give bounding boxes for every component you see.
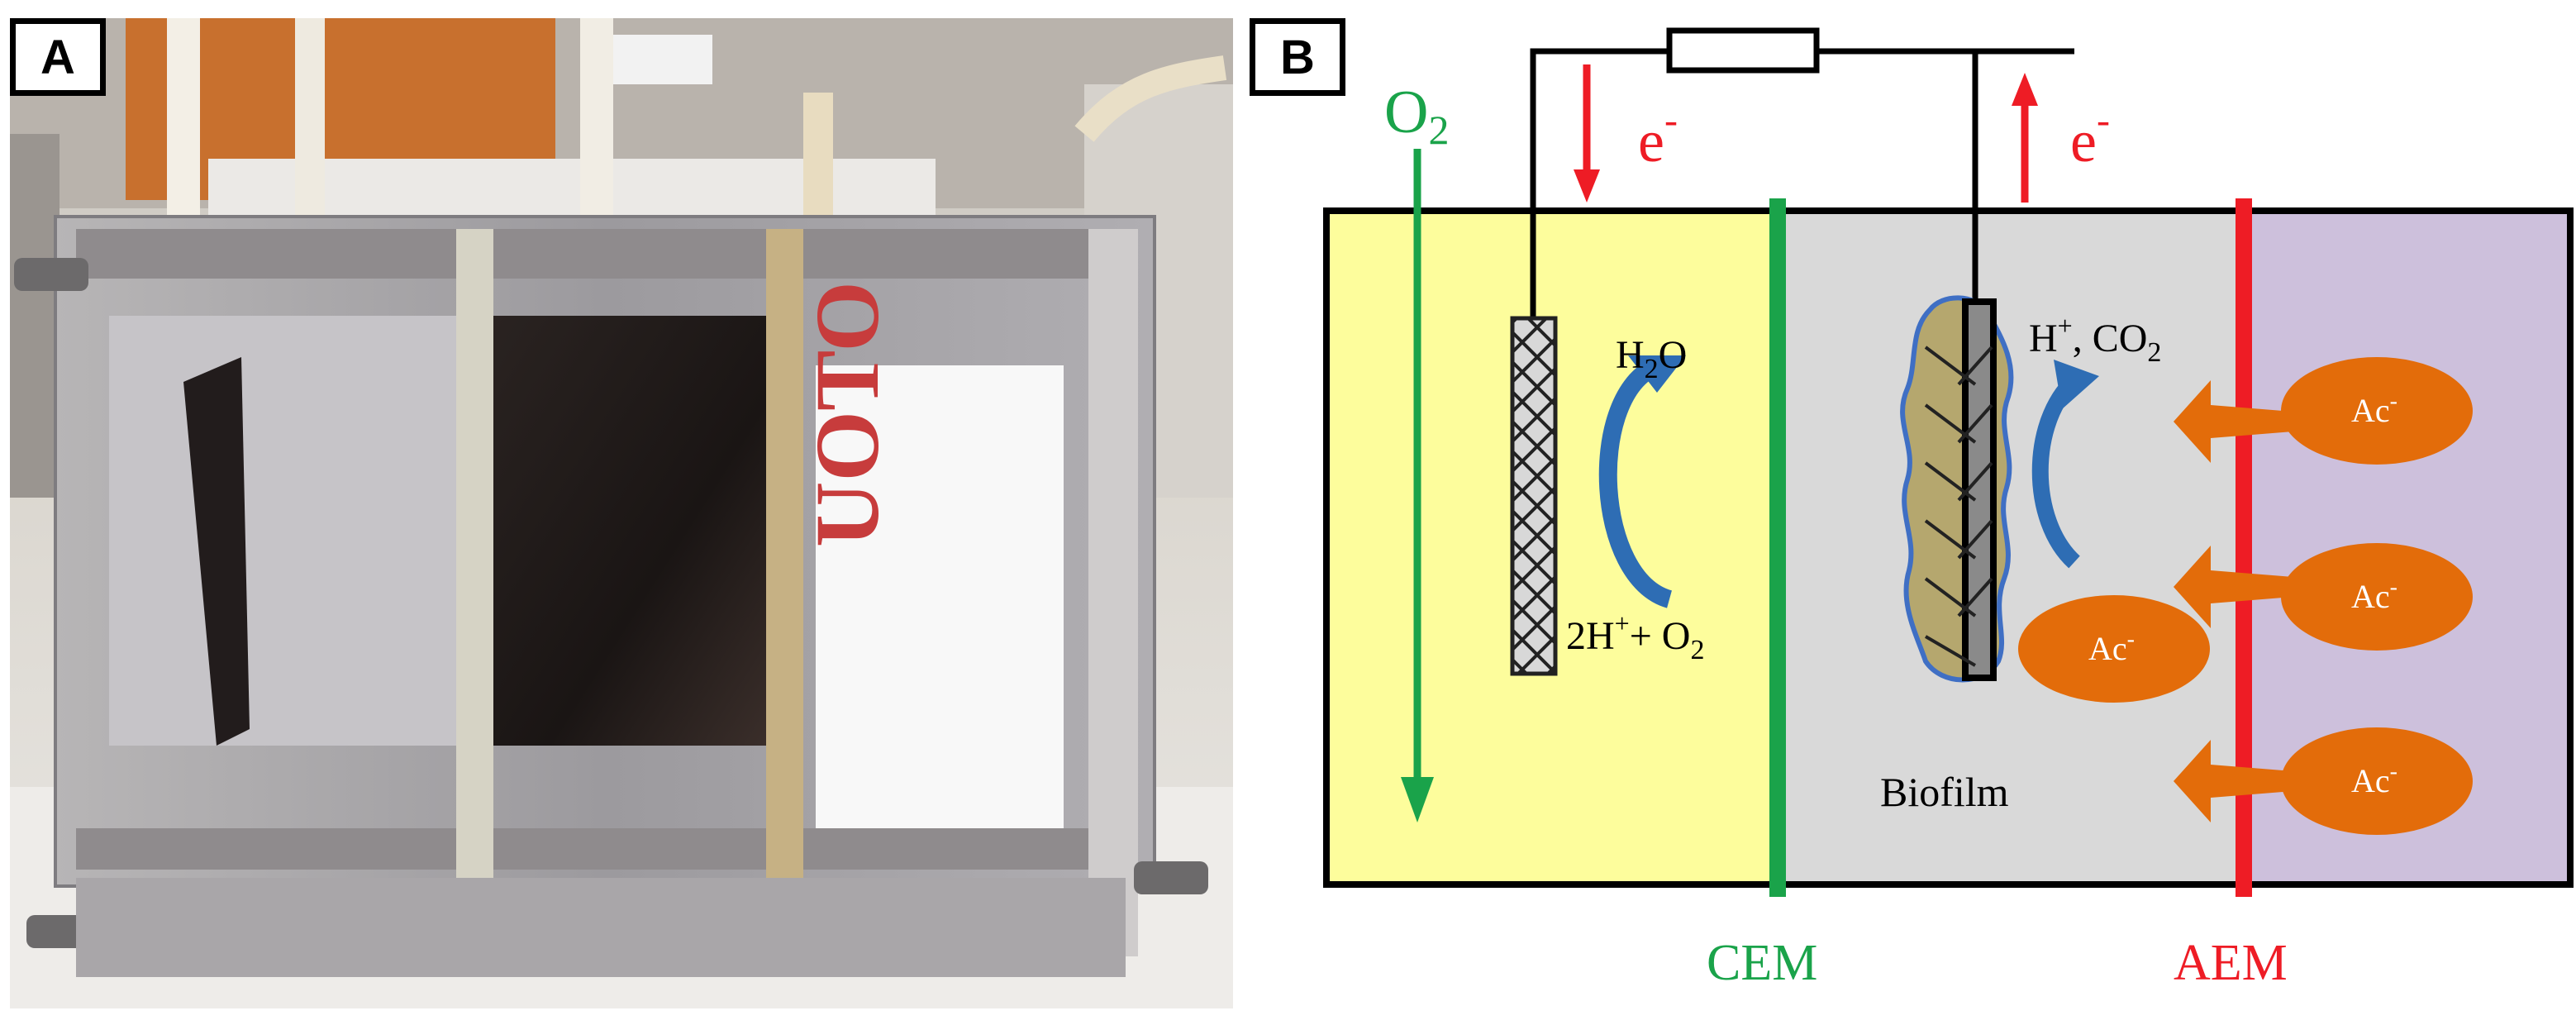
acetate-label: Ac- <box>2351 574 2397 615</box>
electron-label-left: e- <box>1638 98 1678 174</box>
wing-nut <box>14 258 88 291</box>
diagram-panel: B <box>1240 0 2576 1021</box>
resistor <box>1666 27 1820 74</box>
white-sheet <box>816 365 1064 828</box>
electron-label-right: e- <box>2070 98 2110 174</box>
aem-membrane <box>2236 198 2252 897</box>
electron-down-arrowhead <box>1574 169 1600 203</box>
photo-panel: UOTO A <box>10 18 1233 1008</box>
acetate-label: Ac- <box>2351 759 2397 799</box>
biofilm-label: Biofilm <box>1880 769 2009 815</box>
frame-strip <box>766 229 803 973</box>
acetate-arrow <box>2174 740 2314 822</box>
anode-product-label: H+, CO2 <box>2029 311 2161 368</box>
aem-label: AEM <box>2174 935 2288 991</box>
acetate-bubble <box>2018 595 2210 703</box>
acetate-label: Ac- <box>2088 627 2135 667</box>
mfc-schematic: O2 e- e- H2O 2H++ O2 H+, CO2 Ac- Ac- Ac-… <box>1323 27 2574 991</box>
anode-curved-arrowhead <box>2054 360 2099 409</box>
anode-curved-arrow <box>2031 374 2081 569</box>
o2-arrowhead <box>1401 777 1434 822</box>
cathode-reactant-label: 2H++ O2 <box>1566 608 1704 665</box>
panel-label-a: A <box>10 18 106 96</box>
photo-text: UOTO <box>797 281 898 547</box>
biofilm-texture <box>1924 346 1993 667</box>
cathode-curved-arrow <box>1598 360 1673 608</box>
o2-label: O2 <box>1384 79 1449 153</box>
wing-nut <box>1134 861 1208 894</box>
cathode-chamber <box>1326 211 1802 884</box>
acetate-bubble <box>2281 727 2473 835</box>
panel-label-b: B <box>1250 18 1345 96</box>
cathode-chamber-photo <box>109 316 456 746</box>
acetate-arrow <box>2174 380 2314 463</box>
anode-chamber-photo <box>493 316 766 746</box>
acetate-arrow <box>2174 546 2314 628</box>
reactor-outline <box>1323 207 2574 888</box>
reactor-photo: UOTO <box>10 18 1233 1008</box>
acetate-label: Ac- <box>2351 389 2397 429</box>
acetate-bubble <box>2281 543 2473 651</box>
frame-strip <box>456 229 493 973</box>
cem-membrane <box>1769 198 1786 897</box>
cathode-curved-arrowhead <box>1628 355 1686 393</box>
cem-label: CEM <box>1707 935 1817 991</box>
electron-up-arrowhead <box>2012 73 2038 106</box>
cathode-product-label: H2O <box>1616 333 1687 384</box>
cathode-electrode <box>1510 316 1558 676</box>
acetate-bubble <box>2281 357 2473 465</box>
